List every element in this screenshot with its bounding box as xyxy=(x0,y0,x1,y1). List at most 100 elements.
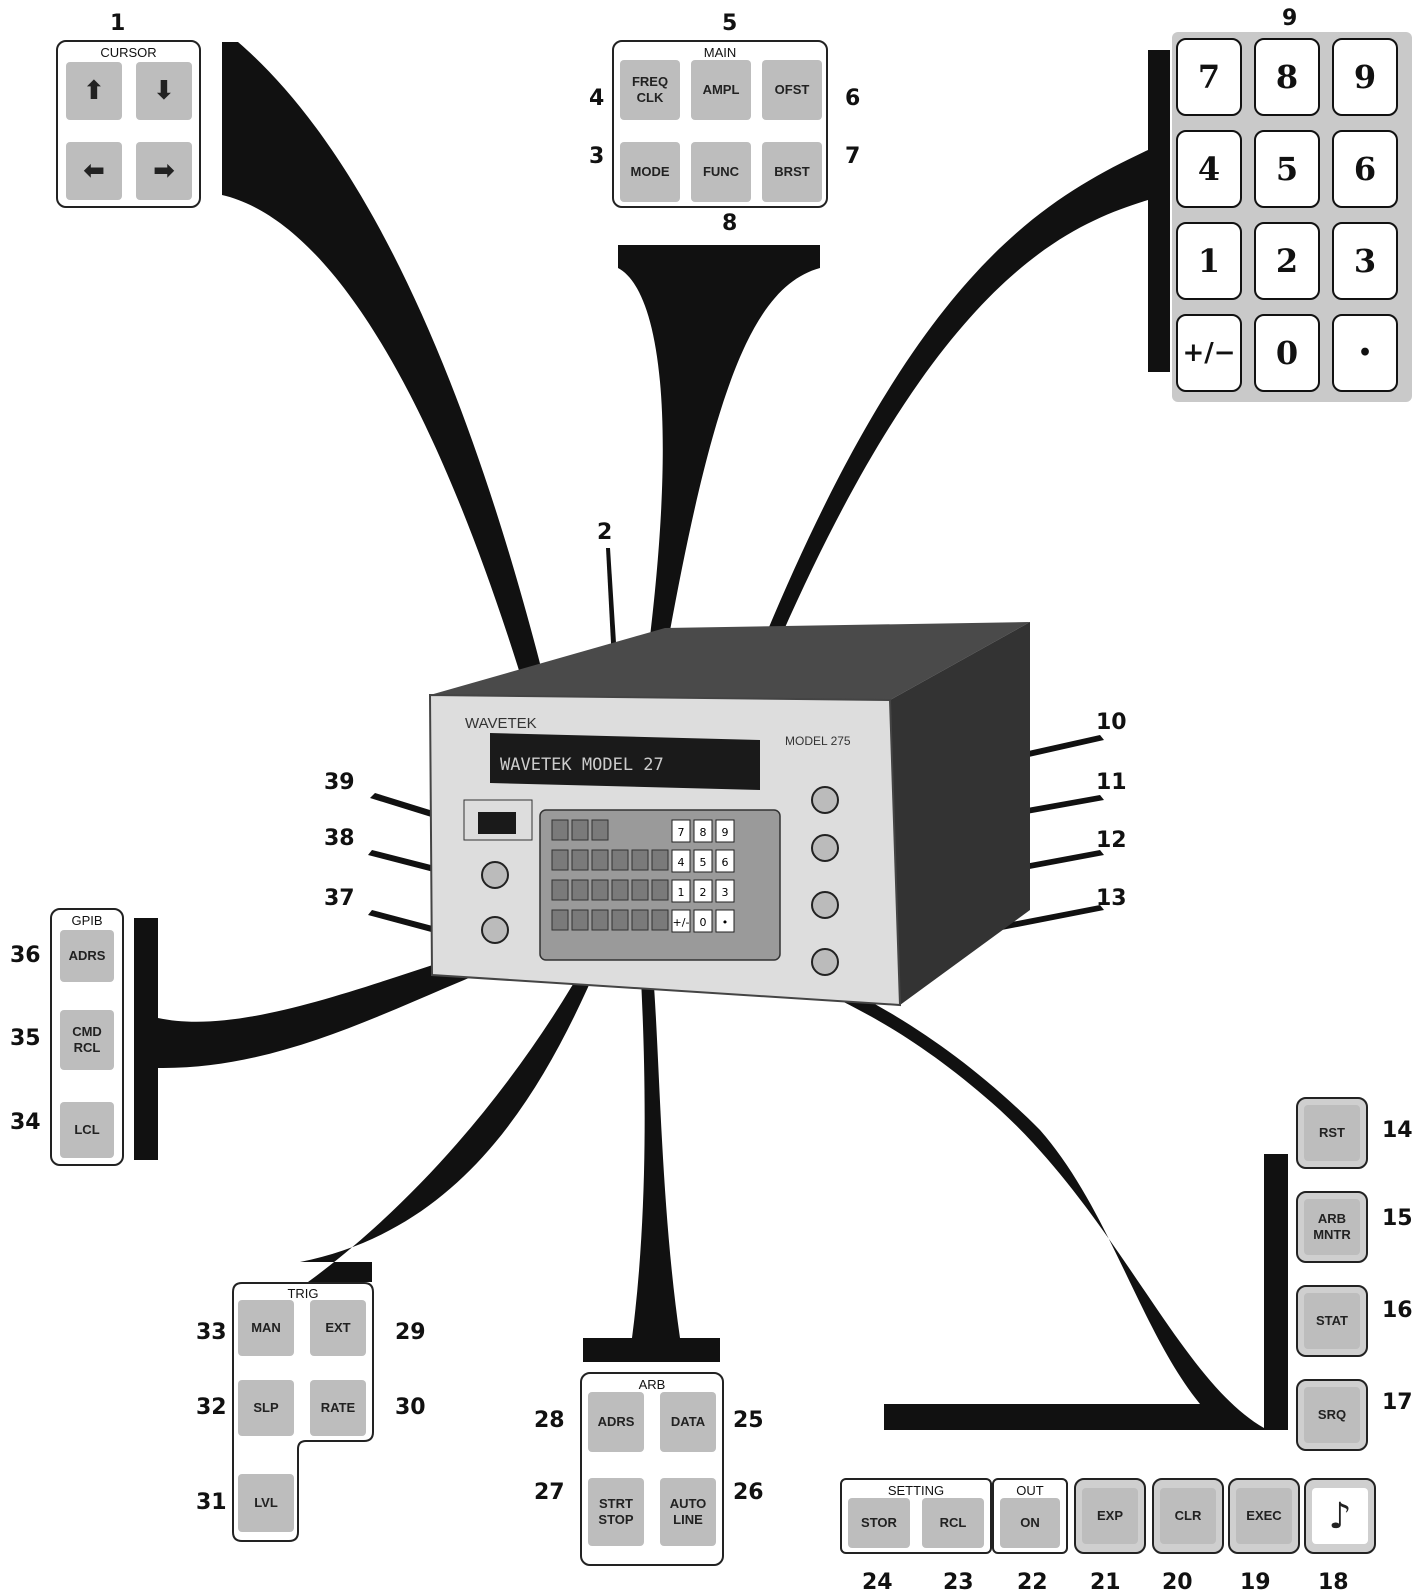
instrument-grey-key xyxy=(611,879,629,901)
cursor-right-key[interactable]: ➡ xyxy=(136,142,192,200)
gpib-cmd-rcl-key[interactable]: CMD RCL xyxy=(60,1010,114,1070)
arb-auto-line-key[interactable]: AUTO LINE xyxy=(660,1478,716,1546)
instrument-grey-key xyxy=(551,849,569,871)
instrument-mini-key xyxy=(715,819,735,843)
ampl-key[interactable]: AMPL xyxy=(691,60,751,120)
rst-key[interactable]: RST xyxy=(1296,1097,1368,1169)
music-note-icon: ♪ xyxy=(1328,1495,1352,1537)
connector-38 xyxy=(481,861,509,889)
trig-rate-key[interactable]: RATE xyxy=(310,1380,366,1436)
brst-key[interactable]: BRST xyxy=(762,142,822,202)
instrument-mini-key-label: +/- xyxy=(673,916,690,929)
callout-25: 25 xyxy=(733,1408,764,1433)
note-key-face: ♪ xyxy=(1312,1488,1368,1544)
clr-key-label: CLR xyxy=(1160,1488,1216,1544)
arb-mntr-key[interactable]: ARB MNTR xyxy=(1296,1191,1368,1263)
freq-clk-key[interactable]: FREQ CLK xyxy=(620,60,680,120)
cursor-down-key[interactable]: ⬇ xyxy=(136,62,192,120)
key-decimal[interactable]: • xyxy=(1332,314,1398,392)
instrument-display xyxy=(490,733,760,790)
callout-18: 18 xyxy=(1318,1570,1349,1595)
out-on-key[interactable]: ON xyxy=(1000,1498,1060,1548)
mode-key[interactable]: MODE xyxy=(620,142,680,202)
callout-2: 2 xyxy=(597,520,613,545)
srq-key[interactable]: SRQ xyxy=(1296,1379,1368,1451)
rcl-key[interactable]: RCL xyxy=(922,1498,984,1548)
callout-20: 20 xyxy=(1162,1570,1193,1595)
stat-key-label: STAT xyxy=(1304,1293,1360,1349)
callout-3: 3 xyxy=(589,144,605,169)
gpib-lcl-key[interactable]: LCL xyxy=(60,1102,114,1158)
gpib-panel: GPIB ADRS CMD RCL LCL xyxy=(50,908,124,1166)
callout-4: 4 xyxy=(589,86,605,111)
callout-19: 19 xyxy=(1240,1570,1271,1595)
key-7[interactable]: 7 xyxy=(1176,38,1242,116)
key-5[interactable]: 5 xyxy=(1254,130,1320,208)
srq-key-label: SRQ xyxy=(1304,1387,1360,1443)
callout-38: 38 xyxy=(324,826,355,851)
clr-key[interactable]: CLR xyxy=(1152,1478,1224,1554)
key-1[interactable]: 1 xyxy=(1176,222,1242,300)
stor-key[interactable]: STOR xyxy=(848,1498,910,1548)
trig-ext-key[interactable]: EXT xyxy=(310,1300,366,1356)
key-6[interactable]: 6 xyxy=(1332,130,1398,208)
instrument-grey-key xyxy=(571,819,589,841)
arb-strt-stop-key[interactable]: STRT STOP xyxy=(588,1478,644,1546)
callout-26: 26 xyxy=(733,1480,764,1505)
instrument-display-text: WAVETEK MODEL 27 xyxy=(500,755,664,775)
key-8[interactable]: 8 xyxy=(1254,38,1320,116)
key-0[interactable]: 0 xyxy=(1254,314,1320,392)
leader-arb xyxy=(583,960,720,1362)
instrument-mini-key xyxy=(715,909,735,933)
leader-cursor xyxy=(222,42,575,812)
trig-slp-key[interactable]: SLP xyxy=(238,1380,294,1436)
instrument-grey-key xyxy=(631,909,649,931)
cursor-panel: CURSOR ⬆ ⬇ ⬅ ➡ xyxy=(56,40,201,208)
instrument-mini-key-label: 7 xyxy=(678,826,685,839)
exp-key[interactable]: EXP xyxy=(1074,1478,1146,1554)
instrument-mini-key-label: 9 xyxy=(722,826,729,839)
callout-11: 11 xyxy=(1096,770,1127,795)
trig-lvl-key[interactable]: LVL xyxy=(238,1474,294,1532)
key-9[interactable]: 9 xyxy=(1332,38,1398,116)
instrument-mini-key xyxy=(693,819,713,843)
callout-33: 33 xyxy=(196,1320,227,1345)
callout-22: 22 xyxy=(1017,1570,1048,1595)
callout-32: 32 xyxy=(196,1395,227,1420)
callout-14: 14 xyxy=(1382,1118,1413,1143)
connector-10 xyxy=(811,786,839,814)
key-2[interactable]: 2 xyxy=(1254,222,1320,300)
cursor-panel-title: CURSOR xyxy=(100,45,157,60)
out-group: OUT ON xyxy=(992,1478,1068,1554)
instrument-mini-key xyxy=(671,909,691,933)
callout-17: 17 xyxy=(1382,1390,1413,1415)
key-plus-minus[interactable]: +/− xyxy=(1176,314,1242,392)
callout-37: 37 xyxy=(324,886,355,911)
arb-adrs-key[interactable]: ADRS xyxy=(588,1392,644,1452)
func-key[interactable]: FUNC xyxy=(691,142,751,202)
callout-23: 23 xyxy=(943,1570,974,1595)
cursor-up-key[interactable]: ⬆ xyxy=(66,62,122,120)
instrument-grey-key xyxy=(591,879,609,901)
instrument-mini-key xyxy=(715,879,735,903)
instrument-grey-key xyxy=(571,879,589,901)
instrument-grey-key xyxy=(591,849,609,871)
instrument-grey-key xyxy=(591,819,609,841)
callout-27: 27 xyxy=(534,1480,565,1505)
key-4[interactable]: 4 xyxy=(1176,130,1242,208)
gpib-adrs-key[interactable]: ADRS xyxy=(60,930,114,982)
ofst-key[interactable]: OFST xyxy=(762,60,822,120)
arb-data-key[interactable]: DATA xyxy=(660,1392,716,1452)
key-3[interactable]: 3 xyxy=(1332,222,1398,300)
leader-gpib xyxy=(134,918,562,1160)
stat-key[interactable]: STAT xyxy=(1296,1285,1368,1357)
callout-28: 28 xyxy=(534,1408,565,1433)
note-key[interactable]: ♪ xyxy=(1304,1478,1376,1554)
instrument-mini-key xyxy=(671,819,691,843)
exec-key[interactable]: EXEC xyxy=(1228,1478,1300,1554)
cursor-left-key[interactable]: ⬅ xyxy=(66,142,122,200)
instrument-grey-key xyxy=(551,909,569,931)
trig-man-key[interactable]: MAN xyxy=(238,1300,294,1356)
